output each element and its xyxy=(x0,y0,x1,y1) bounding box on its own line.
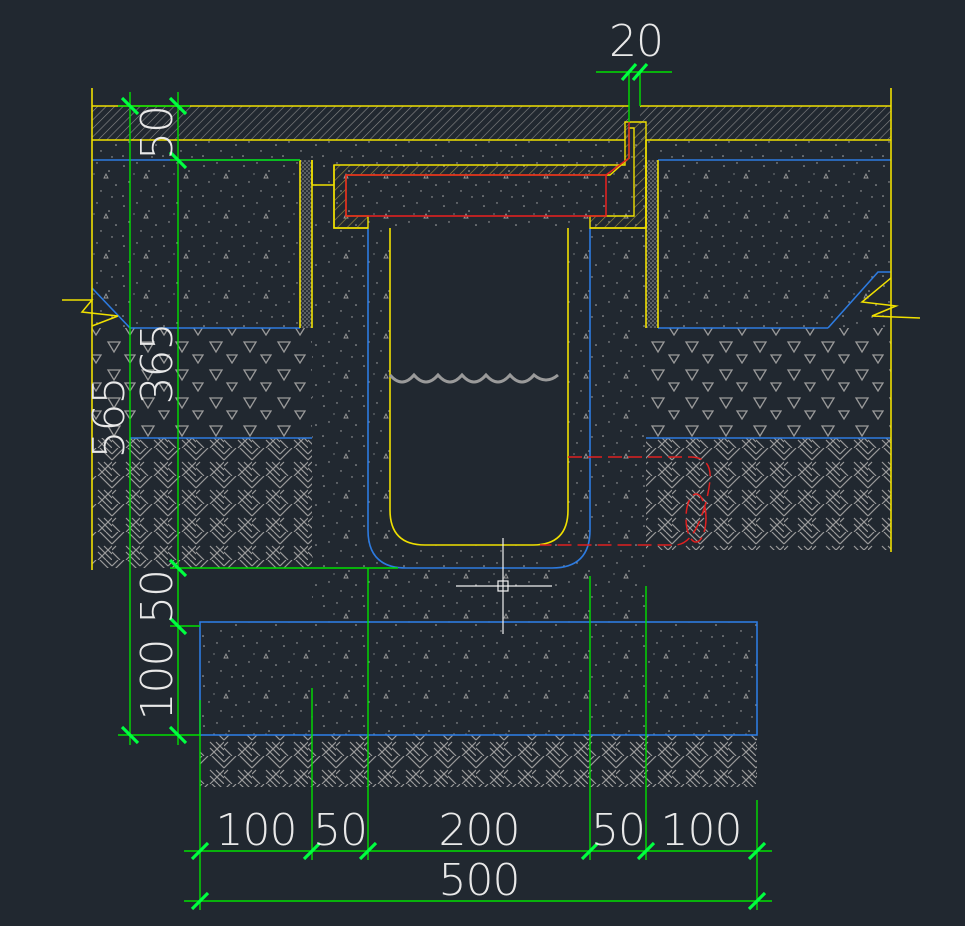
gravel-layer-right xyxy=(646,328,891,438)
earth-under-foundation xyxy=(200,735,757,787)
break-symbols xyxy=(62,277,921,327)
dim-bottom-c: 200 xyxy=(439,805,520,856)
cursor-crosshair xyxy=(456,538,552,634)
dimension-ticks xyxy=(120,62,767,911)
dim-bottom-a: 100 xyxy=(216,805,297,856)
paving-layer-right xyxy=(640,106,891,140)
structure-outlines xyxy=(91,88,892,570)
grate-assembly xyxy=(333,121,647,229)
channel-outer-profile xyxy=(367,228,591,569)
soil-layers xyxy=(92,106,891,787)
dim-top-gap: 20 xyxy=(609,16,663,67)
grate-cover xyxy=(345,174,607,217)
concrete-base-right xyxy=(658,160,891,328)
dim-bottom-total: 500 xyxy=(439,855,520,906)
insulation-strip-left xyxy=(300,160,312,328)
dimension-lines xyxy=(118,71,772,910)
dim-bottom-e: 100 xyxy=(661,805,742,856)
bedding-layer xyxy=(92,140,891,160)
insulation-strip-right xyxy=(646,160,658,328)
concrete-base-left xyxy=(92,160,300,328)
water-level-symbol xyxy=(388,372,559,384)
dimension-labels: 20 565 50 365 50 100 100 50 200 50 100 5… xyxy=(84,16,742,906)
earth-layer-right xyxy=(646,438,891,550)
dim-left-lower-a: 50 xyxy=(132,570,183,624)
dim-bottom-d: 50 xyxy=(591,805,645,856)
earth-layer-left xyxy=(92,438,312,568)
foundation-outline xyxy=(199,621,758,736)
dim-left-mid: 365 xyxy=(132,324,183,405)
channel-inner-profile xyxy=(389,228,569,546)
outlet-pipe-hidden xyxy=(540,456,711,546)
foundation-slab xyxy=(200,622,757,735)
dim-left-outer: 565 xyxy=(84,378,135,459)
dim-left-upper: 50 xyxy=(132,106,183,160)
channel-inner-void xyxy=(390,228,568,545)
dim-bottom-b: 50 xyxy=(313,805,367,856)
gravel-layer-left xyxy=(92,328,312,438)
dim-left-lower-b: 100 xyxy=(132,640,183,721)
